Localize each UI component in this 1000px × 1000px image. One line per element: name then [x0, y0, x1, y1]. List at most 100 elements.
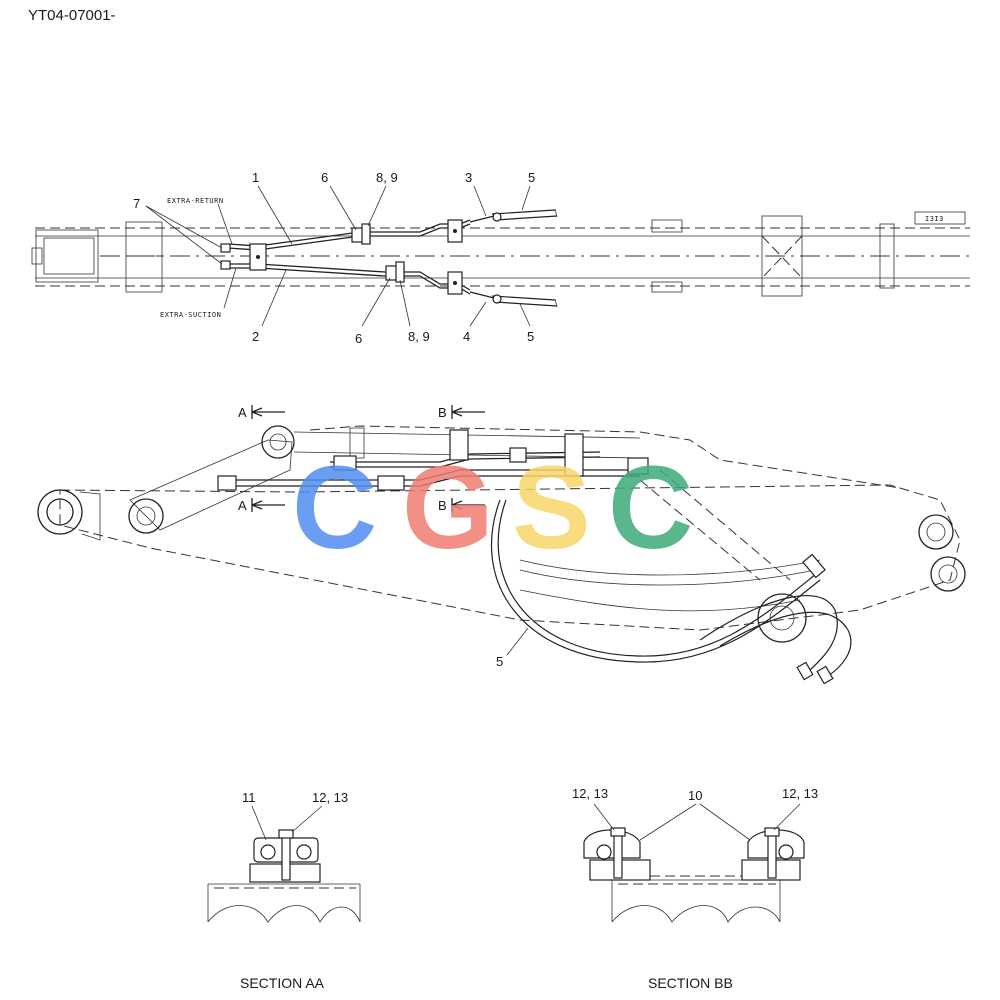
- leader-11: [251, 805, 267, 841]
- leader-5a: [521, 185, 531, 211]
- hose-bundle-3: [719, 611, 852, 677]
- left-end-block: [35, 229, 99, 283]
- link-arm: [129, 439, 293, 531]
- left-end-inner: [43, 237, 95, 275]
- section-a-top: A: [238, 405, 247, 420]
- clamp-upper-right-bolt: [453, 229, 457, 233]
- section-bb-bolt-right: [767, 833, 777, 879]
- link-pin-left-inner: [136, 506, 156, 526]
- leader-bb-1213-left: [593, 803, 615, 831]
- side-tube-upper-b: [220, 475, 640, 487]
- callout-bb-1213-right: 12, 13: [782, 786, 818, 801]
- section-bb-tube-left: [596, 844, 612, 860]
- section-b-bottom-arrow: [451, 498, 485, 512]
- callout-11: 11: [242, 790, 256, 805]
- hose-end-3: [802, 553, 826, 579]
- section-bb-body: [611, 879, 781, 922]
- section-b-top: B: [438, 405, 447, 420]
- callout-89-top: 8, 9: [376, 170, 398, 185]
- leader-2: [261, 269, 287, 327]
- section-bb-title: SECTION BB: [648, 975, 733, 991]
- tube-2b: [228, 267, 471, 295]
- section-aa-bolthead: [278, 829, 294, 839]
- leader-4: [469, 301, 487, 327]
- hose-5-loop: [491, 499, 821, 663]
- leader-5b: [519, 303, 531, 327]
- right-plate: [914, 211, 966, 225]
- leader-89a: [367, 185, 387, 227]
- leader-5-side: [506, 627, 529, 656]
- callout-6-top: 6: [321, 170, 328, 185]
- side-clamp-2: [509, 447, 527, 463]
- right-pin-lower-inner: [938, 564, 958, 584]
- section-a-bottom-arrow: [251, 498, 285, 512]
- side-tube-upper2-b: [330, 456, 601, 468]
- cross-member-1: [125, 221, 163, 293]
- hose-bundle-2: [699, 595, 838, 673]
- left-pin-outer: [37, 489, 83, 535]
- leader-extra-return: [217, 203, 233, 245]
- callout-7: 7: [133, 196, 140, 211]
- side-tube-upper: [220, 469, 640, 481]
- right-pin-upper-inner: [926, 522, 946, 542]
- tube-4-link: [469, 291, 495, 299]
- leader-6a: [329, 185, 357, 231]
- hose-dash-diag: [639, 469, 791, 581]
- hose-5-upper-end: [554, 208, 558, 218]
- section-aa-tube-right: [296, 844, 312, 860]
- leader-1: [257, 185, 293, 245]
- side-view: 5 A A B B: [37, 405, 966, 685]
- leader-6b: [361, 277, 391, 327]
- drawing-code: YT04-07001-: [28, 7, 116, 24]
- hose-5-loop-b: [497, 499, 817, 657]
- section-a-bottom: A: [238, 498, 247, 513]
- section-aa-tube-left: [260, 844, 276, 860]
- watermark-letter-3: S: [512, 442, 591, 574]
- leader-10b: [699, 803, 751, 841]
- watermark-logo: C G S C: [292, 442, 693, 574]
- link-pin-left: [128, 498, 164, 534]
- cross-member-3: [761, 215, 803, 297]
- leader-3: [473, 185, 487, 217]
- cross-member-2b: [651, 281, 683, 293]
- section-bb: 10 12, 13 12, 13 SECTION BB: [572, 786, 818, 991]
- left-pin-inner: [46, 498, 74, 526]
- cylinder-collar: [349, 427, 365, 459]
- leader-7b: [145, 205, 223, 265]
- hose-5-upper: [491, 209, 558, 221]
- callout-5-bottom: 5: [527, 329, 534, 344]
- watermark-letter-4: C: [608, 442, 693, 574]
- left-plate: [79, 491, 101, 541]
- left-end-pin: [31, 247, 43, 265]
- cross-member-4: [879, 223, 895, 289]
- hose-5-lower-end: [554, 298, 558, 308]
- leader-7a: [145, 205, 223, 249]
- right-pin-upper: [918, 514, 954, 550]
- section-a-top-arrow: [251, 405, 285, 419]
- section-aa-title: SECTION AA: [240, 975, 325, 991]
- tee-lower-cap: [395, 261, 405, 283]
- section-b-bottom: B: [438, 498, 447, 513]
- callout-2: 2: [252, 329, 259, 344]
- hose-3-fitting: [492, 212, 502, 222]
- callout-4: 4: [463, 329, 470, 344]
- callout-bb-1213-left: 12, 13: [572, 786, 608, 801]
- label-extra-suction: EXTRA-SUCTION: [160, 311, 221, 319]
- hose-5-lower: [491, 295, 558, 307]
- side-clamp-1: [449, 429, 469, 461]
- section-aa-bolt: [281, 835, 291, 881]
- section-aa: 11 12, 13 SECTION AA: [207, 790, 361, 991]
- callout-10: 10: [688, 788, 702, 803]
- leader-10a: [639, 803, 697, 841]
- callout-aa-1213: 12, 13: [312, 790, 348, 805]
- tube-3-link: [469, 215, 495, 223]
- fitting-suction: [220, 260, 231, 270]
- hose-4-fitting: [492, 294, 502, 304]
- label-extra-return: EXTRA-RETURN: [167, 197, 224, 205]
- clamp-lower-right-bolt: [453, 281, 457, 285]
- side-fitting-left: [217, 475, 237, 491]
- tee-upper-cap: [361, 223, 371, 245]
- arm-body-outline: [59, 484, 961, 631]
- side-fitting-mid: [377, 475, 405, 491]
